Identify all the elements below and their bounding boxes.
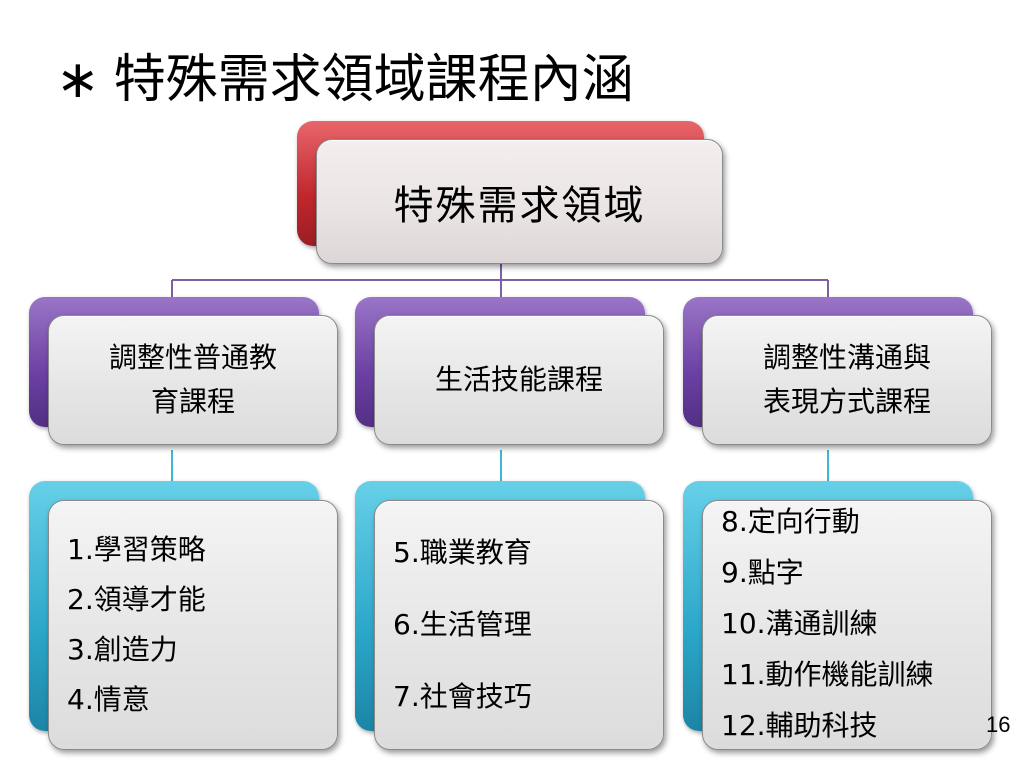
- list-item: 9.點字: [721, 556, 804, 589]
- leaf-node-1-list: 1.學習策略 2.領導才能 3.創造力 4.情意: [48, 500, 338, 750]
- slide-title-text: 特殊需求領域課程內涵: [113, 50, 634, 110]
- category-1-line-2: 育課程: [150, 385, 235, 418]
- list-item: 10.溝通訓練: [721, 607, 878, 640]
- list-item: 5.職業教育: [393, 536, 532, 569]
- list-item: 2.領導才能: [67, 583, 206, 616]
- category-node-1-label: 調整性普通教 育課程: [48, 315, 338, 445]
- list-item: 8.定向行動: [721, 505, 860, 538]
- list-item: 12.輔助科技: [721, 709, 878, 742]
- list-item: 1.學習策略: [67, 533, 206, 566]
- category-node-3-label: 調整性溝通與 表現方式課程: [702, 315, 992, 445]
- page-number: 16: [986, 712, 1011, 737]
- category-node-2-label: 生活技能課程: [374, 315, 664, 445]
- category-3-line-1: 調整性溝通與: [762, 341, 931, 374]
- list-item: 4.情意: [67, 683, 150, 716]
- category-2-line-1: 生活技能課程: [434, 363, 603, 396]
- list-item: 7.社會技巧: [393, 680, 532, 713]
- leaf-node-3-list: 8.定向行動 9.點字 10.溝通訓練 11.動作機能訓練 12.輔助科技: [702, 500, 992, 750]
- list-item: 11.動作機能訓練: [721, 658, 934, 691]
- category-1-line-1: 調整性普通教: [108, 341, 277, 374]
- slide-title: ∗特殊需求領域課程內涵: [56, 46, 634, 114]
- leaf-node-2-list: 5.職業教育 6.生活管理 7.社會技巧: [374, 500, 664, 750]
- category-3-line-2: 表現方式課程: [762, 385, 931, 418]
- list-item: 6.生活管理: [393, 608, 532, 641]
- root-node-label: 特殊需求領域: [316, 139, 723, 264]
- bullet-asterisk: ∗: [56, 50, 100, 110]
- list-item: 3.創造力: [67, 633, 178, 666]
